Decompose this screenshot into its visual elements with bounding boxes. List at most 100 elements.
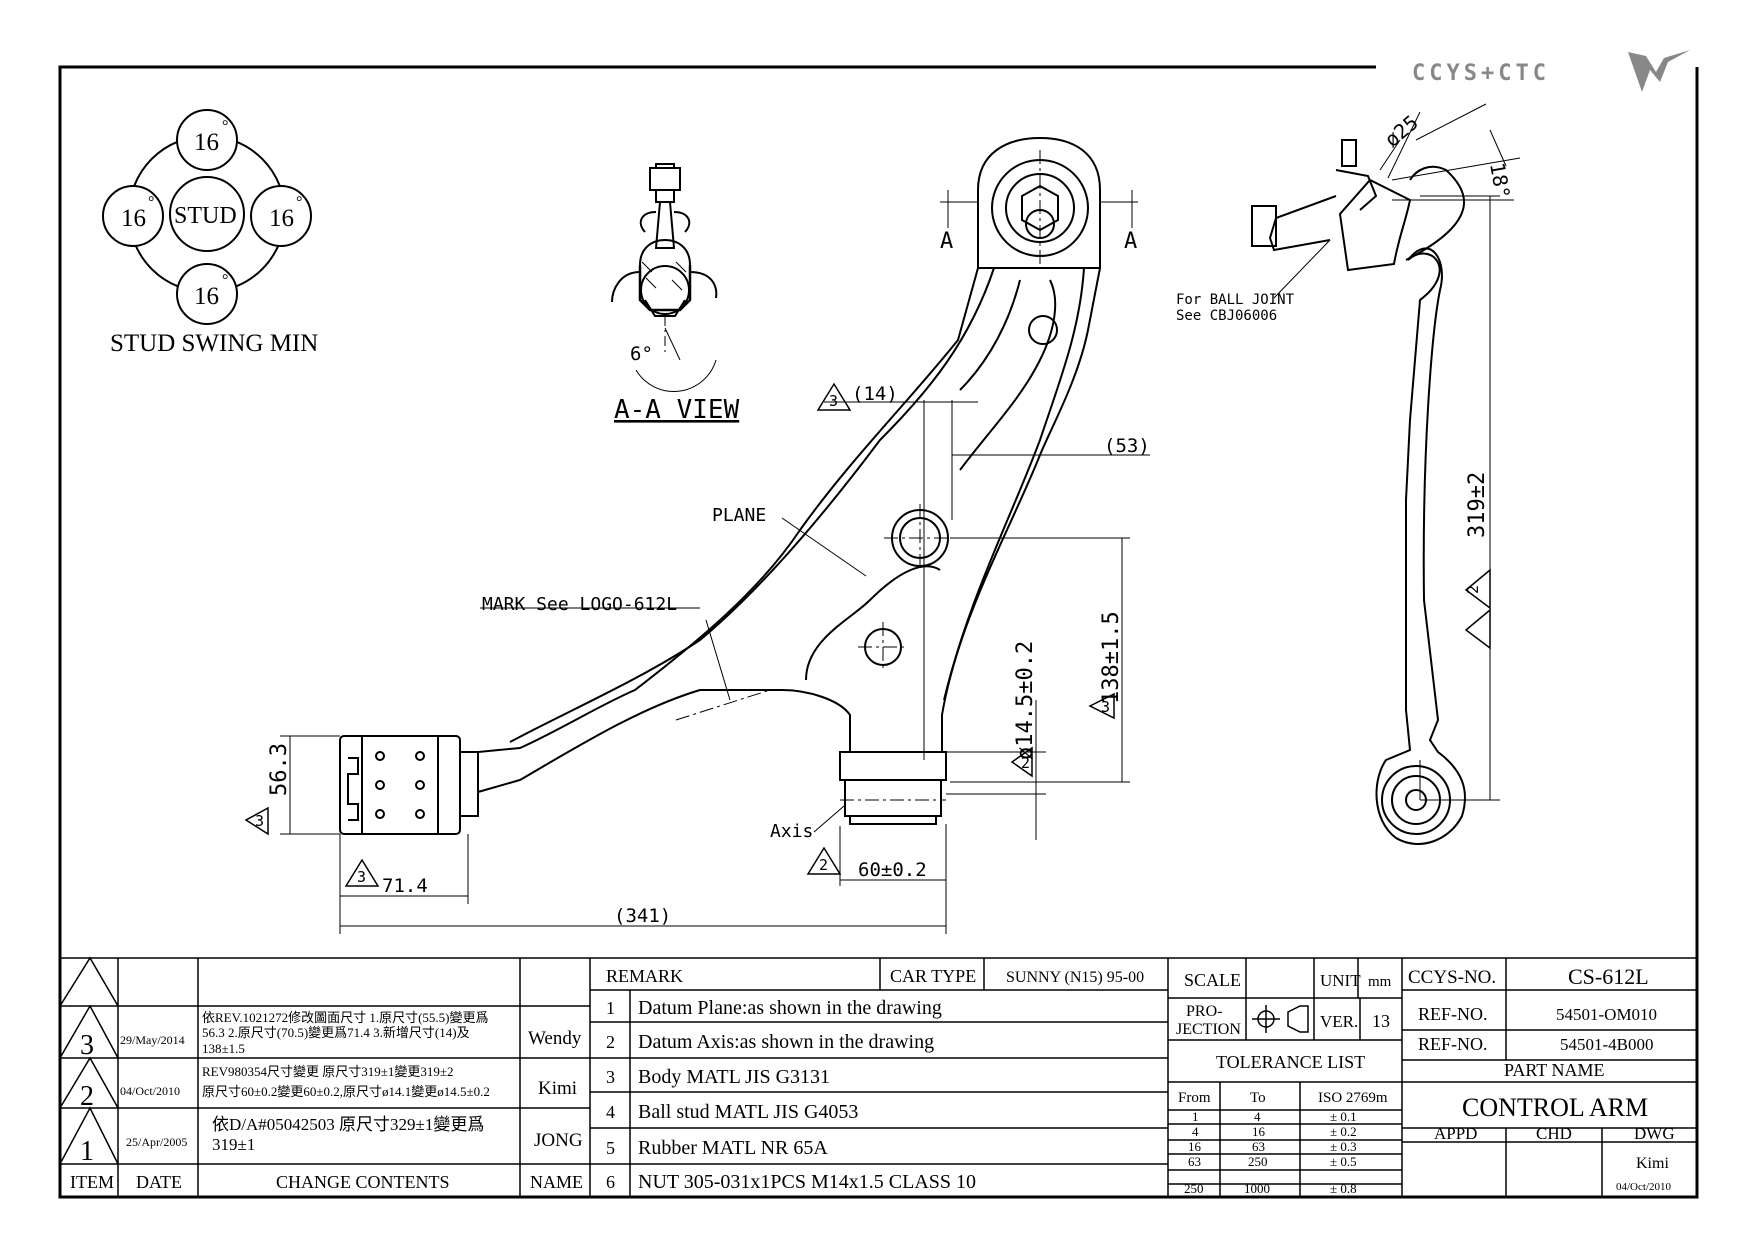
rev-date-3: 29/May/2014 — [120, 1033, 185, 1047]
ref-no-label-1: REF-NO. — [1418, 1004, 1488, 1024]
stud-swing-center: STUD — [174, 203, 237, 229]
ball-joint-note-line2: See CBJ06006 — [1176, 308, 1277, 324]
unit-label: UNIT — [1320, 971, 1361, 990]
stud-swing-deg-left: ° — [148, 194, 154, 211]
stud-swing-top: 16 — [194, 129, 219, 156]
stud-swing-left: 16 — [121, 205, 146, 232]
ccys-no-label: CCYS-NO. — [1408, 967, 1496, 988]
section-mark-lines — [940, 190, 1138, 228]
rev-content-3a: 依REV.1021272修改圖面尺寸 1.原尺寸(55.5)變更爲 — [202, 1010, 488, 1025]
tol-to-3: 63 — [1252, 1139, 1265, 1154]
appd-label: APPD — [1434, 1124, 1477, 1143]
tol-header-iso: ISO 2769m — [1318, 1090, 1388, 1106]
brand-logo: CCYS+CTC — [1412, 50, 1690, 92]
flag-60-label: 2 — [819, 856, 828, 874]
remark-text-1: Datum Plane:as shown in the drawing — [638, 997, 942, 1019]
datum-flags — [244, 382, 1115, 887]
rev-content-3b: 56.3 2.原尺寸(70.5)變更爲71.4 3.新增尺寸(14)及 — [202, 1025, 470, 1040]
rev-header-item: ITEM — [70, 1172, 114, 1192]
brand-wing-icon — [1628, 50, 1690, 92]
ball-joint-note-line1: For BALL JOINT — [1176, 292, 1295, 308]
flag-145-label: 2 — [1021, 754, 1030, 772]
stud-swing-caption: STUD SWING MIN — [110, 330, 318, 357]
rev-content-3c: 138±1.5 — [202, 1041, 245, 1056]
remark-no-4: 4 — [606, 1102, 615, 1122]
remark-no-3: 3 — [606, 1067, 615, 1087]
ccys-no-value: CS-612L — [1568, 964, 1649, 989]
remark-header: REMARK — [606, 966, 683, 986]
flag-319 — [1464, 568, 1491, 650]
chd-label: CHD — [1536, 1124, 1572, 1143]
dim-56-3: 56.3 — [267, 743, 292, 796]
tol-from-1: 1 — [1192, 1109, 1199, 1124]
control-arm-plan-view — [339, 136, 1101, 835]
stud-swing-labels: 16 16 16 16 ° ° ° ° STUD STUD SWING MIN — [110, 118, 318, 357]
flag-714-label: 3 — [357, 868, 366, 886]
stud-swing-bottom: 16 — [194, 283, 219, 310]
ref-no-value-2: 54501-4B000 — [1560, 1035, 1654, 1054]
plane-label: PLANE — [712, 505, 766, 526]
tol-iso-3: ± 0.3 — [1330, 1139, 1357, 1154]
rev-name-1: JONG — [534, 1130, 583, 1151]
tol-from-5: 250 — [1184, 1181, 1204, 1196]
ver-label: VER. — [1320, 1012, 1358, 1031]
rev-content-1a: 依D/A#05042503 原尺寸329±1變更爲 — [212, 1115, 484, 1134]
side-view-leaders — [1273, 103, 1521, 801]
dim-ball-dia: ø25 — [1380, 110, 1423, 152]
flag-138-label: 3 — [1101, 698, 1110, 716]
centerlines — [675, 150, 1041, 801]
flag-563-label: 3 — [255, 812, 264, 830]
dim-319: 319±2 — [1465, 472, 1490, 538]
flag-319-label: 2 — [1464, 585, 1482, 594]
part-name-label: PART NAME — [1504, 1060, 1604, 1080]
scale-label: SCALE — [1184, 970, 1241, 990]
section-mark-left: A — [940, 229, 953, 254]
dwg-label: DWG — [1634, 1124, 1675, 1143]
dim-71-4: 71.4 — [382, 875, 428, 897]
revision-triangles — [59, 956, 119, 1165]
revision-table: 3 29/May/2014 依REV.1021272修改圖面尺寸 1.原尺寸(5… — [70, 1010, 583, 1192]
stud-swing-deg-right: ° — [296, 194, 302, 211]
rev-content-2b: 原尺寸60±0.2變更60±0.2,原尺寸ø14.1變更ø14.5±0.2 — [202, 1084, 490, 1099]
tol-to-4: 250 — [1248, 1154, 1268, 1169]
scale-tolerance-block: SCALE UNIT mm PRO- JECTION VER. 13 TOLER… — [1176, 970, 1392, 1196]
tol-from-2: 4 — [1192, 1124, 1199, 1139]
rev-item-3: 3 — [80, 1030, 94, 1061]
dwg-name: Kimi — [1636, 1155, 1669, 1172]
remarks-table: REMARK CAR TYPE SUNNY (N15) 95-00 1 Datu… — [606, 966, 1144, 1193]
tol-from-4: 63 — [1188, 1154, 1201, 1169]
stud-swing-deg-top: ° — [222, 118, 228, 135]
rev-content-1b: 319±1 — [212, 1135, 255, 1154]
ref-no-value-1: 54501-OM010 — [1556, 1005, 1657, 1024]
datum-flag-numbers: 3 3 2 3 3 2 — [255, 392, 1110, 886]
tol-to-1: 4 — [1254, 1109, 1261, 1124]
remark-text-6: NUT 305-031x1PCS M14x1.5 CLASS 10 — [638, 1171, 976, 1193]
axis-label: Axis — [770, 821, 813, 842]
remark-no-2: 2 — [606, 1032, 615, 1052]
aa-angle-label: 6° — [630, 343, 653, 365]
tol-to-2: 16 — [1252, 1124, 1266, 1139]
rev-date-1: 25/Apr/2005 — [126, 1135, 187, 1149]
brand-logo-text: CCYS+CTC — [1412, 61, 1550, 86]
dim-53: (53) — [1104, 435, 1150, 457]
projection-label-1: PRO- — [1186, 1003, 1222, 1020]
tol-iso-4: ± 0.5 — [1330, 1154, 1357, 1169]
rev-header-name: NAME — [530, 1172, 583, 1192]
rev-content-2a: REV980354尺寸變更 原尺寸319±1變更319±2 — [202, 1064, 454, 1079]
label-leaders — [480, 517, 867, 833]
rev-header-date: DATE — [136, 1172, 182, 1192]
unit-value: mm — [1368, 974, 1392, 990]
rev-date-2: 04/Oct/2010 — [120, 1084, 180, 1098]
remark-text-4: Ball stud MATL JIS G4053 — [638, 1101, 858, 1123]
remark-no-6: 6 — [606, 1172, 615, 1192]
rev-item-2: 2 — [80, 1081, 94, 1112]
tol-header-from: From — [1178, 1090, 1211, 1106]
rev-name-3: Wendy — [528, 1028, 582, 1049]
tol-iso-5: ± 0.8 — [1330, 1181, 1357, 1196]
stud-swing-right: 16 — [269, 205, 294, 232]
remark-text-3: Body MATL JIS G3131 — [638, 1066, 830, 1088]
ver-value: 13 — [1372, 1011, 1390, 1031]
dim-14-5: ø14.5±0.2 — [1013, 641, 1038, 760]
dim-341: (341) — [614, 905, 671, 927]
